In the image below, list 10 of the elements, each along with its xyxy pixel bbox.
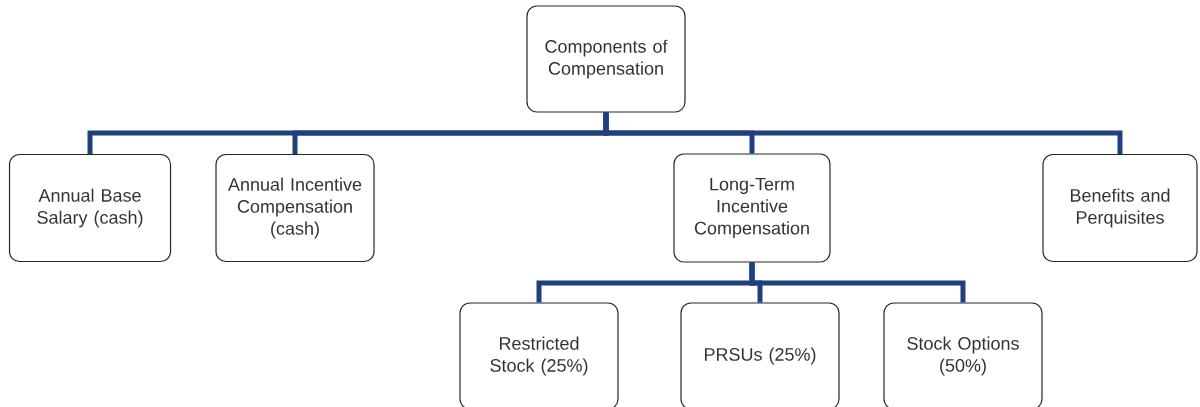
connector-line <box>603 112 1123 154</box>
text-box: Components of Compensation <box>526 5 686 113</box>
text-box: Annual Incentive Compensation (cash) <box>215 153 375 263</box>
text-box: Benefits and Perquisites <box>1042 153 1198 263</box>
text-box: Stock Options (50%) <box>883 302 1043 407</box>
connector-line <box>749 262 966 303</box>
text-box: Long-Term Incentive Compensation <box>673 153 831 263</box>
text-box: Restricted Stock (25%) <box>459 302 619 407</box>
text-box: PRSUs (25%) <box>680 302 840 407</box>
text-box: Annual Base Salary (cash) <box>8 153 172 263</box>
